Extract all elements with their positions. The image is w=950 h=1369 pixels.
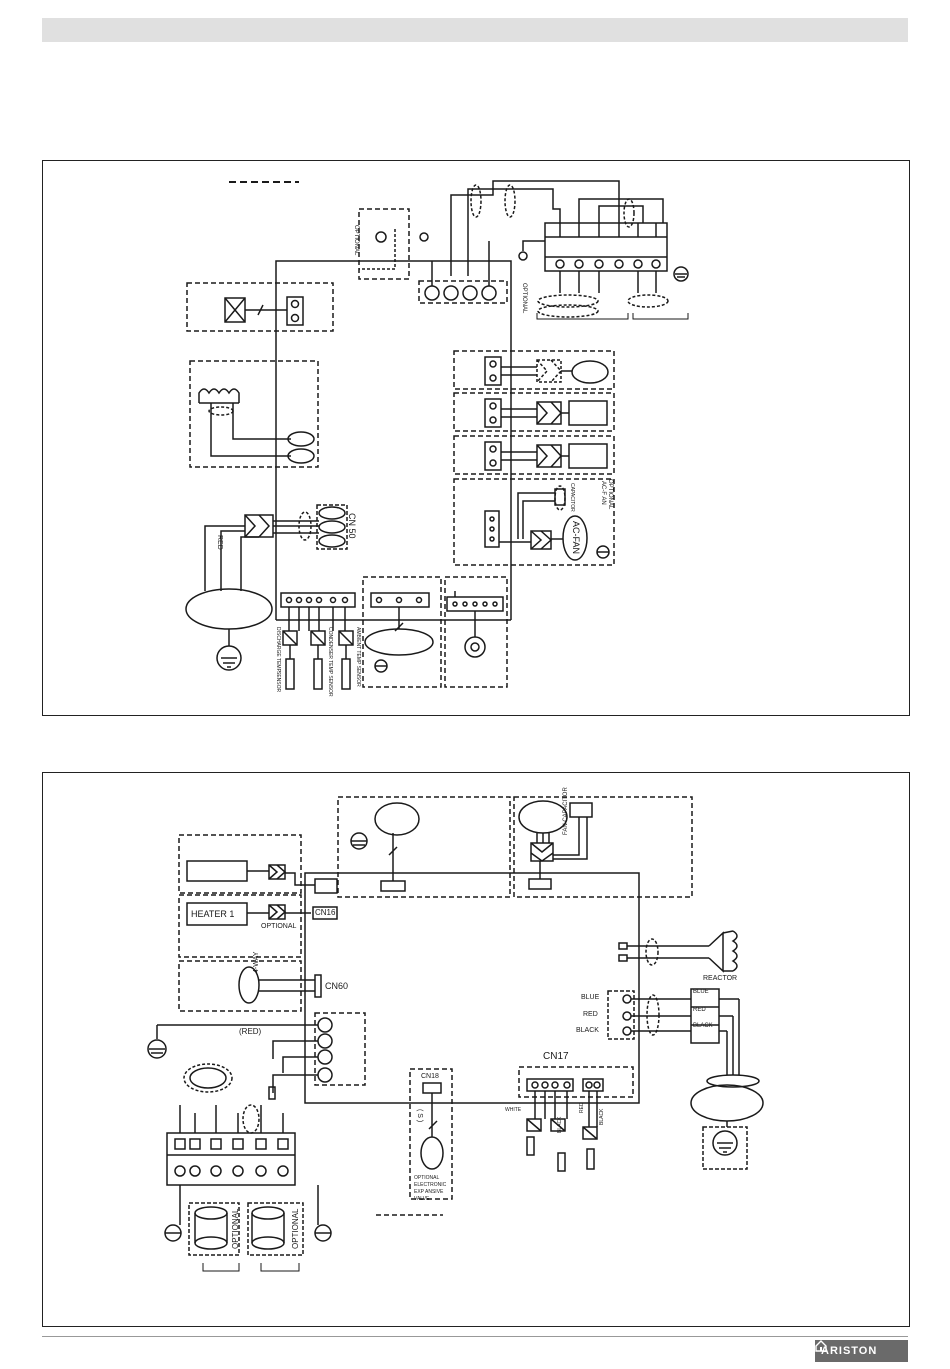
earth-symbol xyxy=(216,645,242,671)
terminal-block-top xyxy=(544,222,668,272)
optional-label-top: OPTIONAL xyxy=(353,225,359,256)
blue-label-left: BLUE xyxy=(581,994,600,1001)
fan-capacitor-label: FAN CAPACITOR xyxy=(563,787,569,835)
black-sensor-label: BLACK xyxy=(557,1116,563,1133)
black-label-left: BLACK xyxy=(576,1027,599,1034)
cn16-label: CN16 xyxy=(315,908,336,917)
optional-box-top xyxy=(358,208,410,280)
condenser-temp-label: CONDENSER TEMP SENSOR xyxy=(327,627,333,697)
red-wire-label: RED xyxy=(216,535,223,550)
red-sensor-label: RED xyxy=(579,1102,585,1113)
house-icon xyxy=(815,1340,827,1352)
exp-valve-label-4: VALVE xyxy=(414,1196,430,1202)
discharge-temp-label: DISCHARGE TEMP xyxy=(275,627,281,672)
red-label-right: RED xyxy=(693,1007,706,1013)
sensor-connector xyxy=(280,592,356,608)
heater1-label: HEATER 1 xyxy=(191,909,235,919)
wiring-diagram-outdoor: HEATER 1 OPTIONAL CN16 CN60 4-WAY (RED) … xyxy=(42,772,910,1327)
compressor-motor xyxy=(690,1084,764,1122)
optional-label-side: OPTIONAL xyxy=(521,283,527,314)
optional-acf-label: OPTIONAL xyxy=(607,479,613,510)
four-way-box xyxy=(178,960,302,1012)
stepper-box xyxy=(444,576,508,688)
temp-sensors xyxy=(282,630,354,690)
white-wire-label: WHITE xyxy=(505,1107,522,1113)
heater-box-top xyxy=(178,834,302,894)
red-paren-label: (RED) xyxy=(239,1027,262,1036)
optional-heater-label: OPTIONAL xyxy=(261,923,297,930)
four-way-label: 4-WAY xyxy=(253,951,260,973)
terminal-block-bottom xyxy=(166,1132,296,1186)
module-1 xyxy=(453,350,615,390)
cn50-connector xyxy=(316,504,348,550)
cn18-box xyxy=(409,1068,453,1200)
terminal-screws-top xyxy=(555,259,661,269)
cn18-label: CN18 xyxy=(421,1073,439,1080)
optional-right-label: OPTIONAL xyxy=(291,1208,300,1249)
fan-motor-ellipse xyxy=(185,588,273,630)
optional-left-label: OPTIONAL xyxy=(231,1208,240,1249)
cn17-label: CN17 xyxy=(543,1051,569,1062)
ambient-temp-label: AMBIENT TEMP SENSOR xyxy=(355,627,361,687)
main-pcb xyxy=(304,872,640,1104)
cn-blue-red-black xyxy=(607,990,635,1040)
cn-4pin xyxy=(314,1012,366,1086)
cn50-label: CN 50 xyxy=(347,513,357,539)
module-2 xyxy=(453,392,615,432)
ac-fan-box xyxy=(453,478,615,566)
compressor-box xyxy=(513,796,693,898)
terminal-screws-bottom xyxy=(174,1165,289,1177)
relay-box xyxy=(186,282,334,332)
cn60-label: CN60 xyxy=(325,981,349,991)
motor-box-bottom xyxy=(362,576,442,688)
exp-valve-label-3: EXP ANSIVE xyxy=(414,1189,444,1195)
cn17-box xyxy=(518,1066,634,1098)
wiring-diagram-indoor: OPTIONAL OPTIONAL CN 50 RED AC-FAN OPTIO… xyxy=(42,160,910,716)
reactor-label: REACTOR xyxy=(703,975,738,982)
wiring-diagram-1-svg xyxy=(185,180,689,690)
exp-valve-label-2: ELECTRONIC xyxy=(414,1182,447,1188)
black-sensor2-label: BLACK xyxy=(599,1108,605,1125)
wiring-diagram-2-svg xyxy=(147,796,764,1272)
footer-rule xyxy=(42,1336,908,1337)
heater1-box xyxy=(178,894,302,958)
main-board-outline xyxy=(275,260,512,620)
header-bar xyxy=(42,18,908,42)
connector-4pin xyxy=(418,280,508,304)
red-label-left: RED xyxy=(583,1011,598,1018)
blue-label-right: BLUE xyxy=(693,989,709,995)
discharge-sensor-label: SENSOR xyxy=(275,671,281,693)
ac-fan-label: AC-FAN xyxy=(571,521,581,555)
s-label: ( S ) xyxy=(416,1109,423,1123)
exp-valve-label-1: OPTIONAL xyxy=(414,1175,440,1181)
ac-fan-motor xyxy=(562,515,588,561)
earth-symbol xyxy=(673,266,689,282)
capacitor-label: CAPACITOR xyxy=(569,483,575,512)
ariston-logo: ARISTON xyxy=(815,1340,908,1362)
module-3 xyxy=(453,435,615,475)
transformer-box xyxy=(189,360,319,468)
black-label-right: BLACK xyxy=(693,1023,713,1029)
brand-name: ARISTON xyxy=(821,1345,878,1357)
acf-an-label: AC-F AN xyxy=(600,481,606,505)
